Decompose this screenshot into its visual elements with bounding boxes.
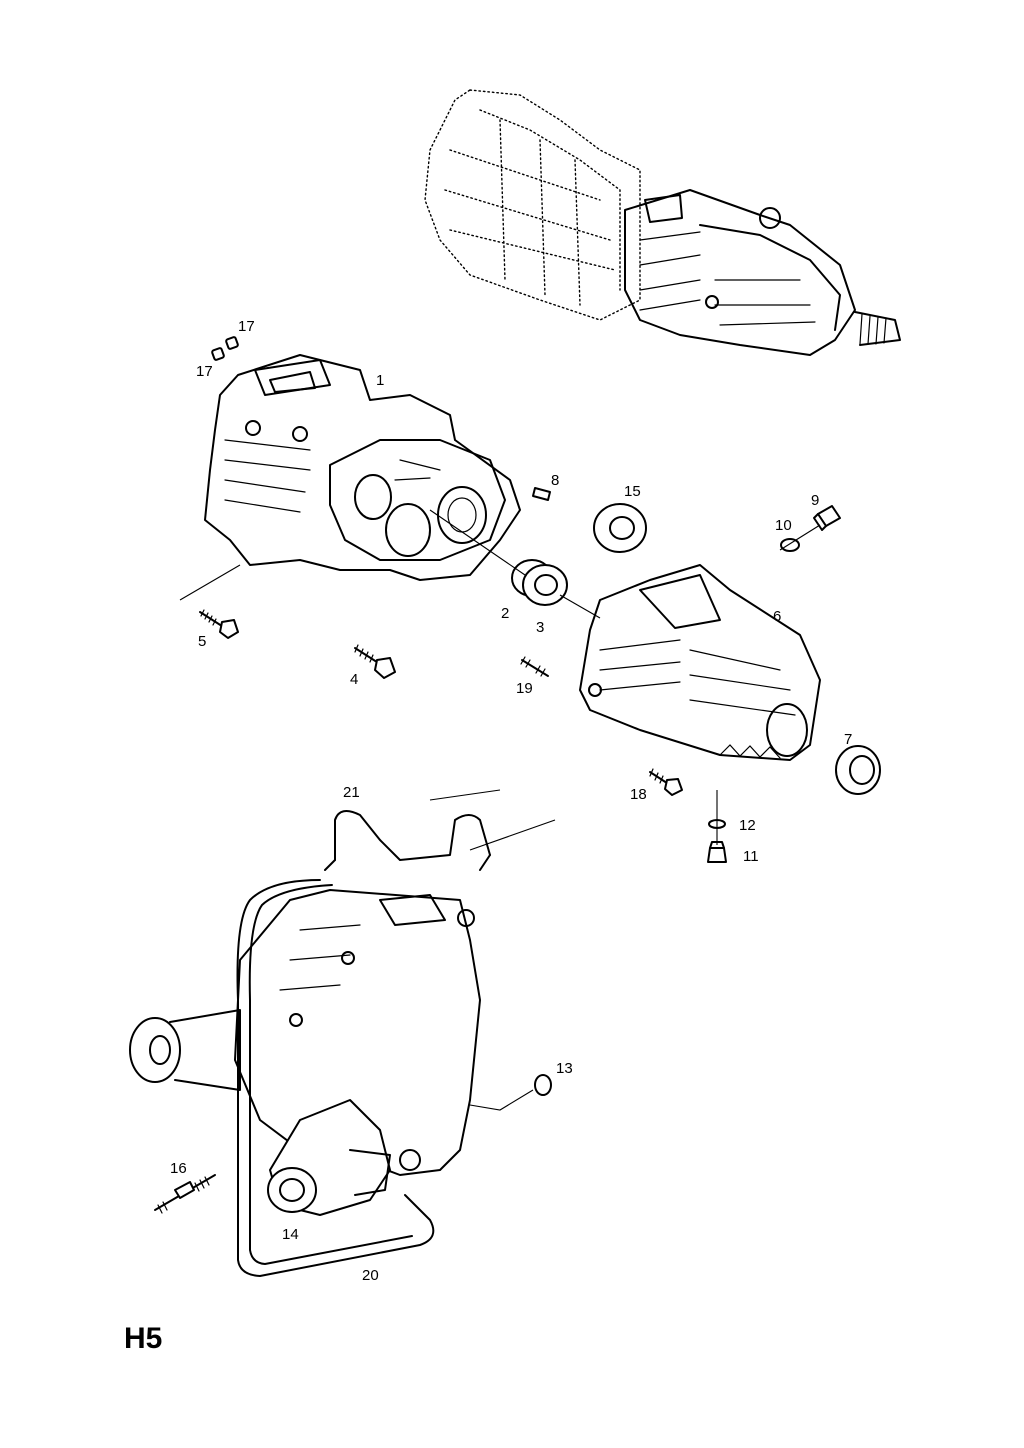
o-ring-13-drawing: [469, 1074, 552, 1111]
o-ring-10-drawing: [780, 538, 800, 552]
callout-2: 2: [501, 605, 510, 622]
actuator-assembly-drawing: [129, 889, 481, 1216]
callout-9: 9: [811, 492, 820, 509]
callout-14: 14: [282, 1226, 299, 1243]
callout-5: 5: [198, 633, 207, 650]
callout-18: 18: [630, 786, 647, 803]
callout-12: 12: [739, 817, 756, 834]
callout-21: 21: [343, 784, 360, 801]
stud-19-drawing: [520, 656, 549, 677]
bearing-2-3-drawing: [511, 559, 568, 606]
drain-plug-11-drawing: [707, 841, 727, 863]
page-code: H5: [124, 1322, 163, 1355]
callout-7: 7: [844, 731, 853, 748]
callout-1: 1: [376, 372, 385, 389]
callout-20: 20: [362, 1267, 379, 1284]
rear-housing-drawing: [579, 564, 821, 761]
callout-11: 11: [743, 848, 759, 865]
seal-7-drawing: [835, 745, 881, 795]
plug-17-drawing: [211, 336, 239, 361]
callout-19: 19: [516, 680, 533, 697]
callout-4: 4: [350, 671, 359, 688]
callout-3: 3: [536, 619, 545, 636]
bolt-18-drawing: [649, 768, 683, 796]
dowel-pin-8-drawing: [532, 487, 551, 501]
callout-16: 16: [170, 1160, 187, 1177]
vent-pipe-21-drawing: [324, 789, 556, 871]
leader-lines: [179, 509, 821, 845]
callout-15: 15: [624, 483, 641, 500]
plug-9-drawing: [813, 505, 841, 531]
callout-17: 17: [238, 318, 255, 335]
callout-10: 10: [775, 517, 792, 534]
hose-20-drawing: [236, 879, 435, 1277]
bolt-5-drawing: [199, 609, 239, 639]
callout-8: 8: [551, 472, 560, 489]
stud-16-drawing: [154, 1174, 216, 1214]
front-housing-drawing: [204, 354, 521, 581]
callout-13: 13: [556, 1060, 573, 1077]
callout-6: 6: [773, 608, 782, 625]
bolt-4-drawing: [354, 644, 396, 679]
callout-17: 17: [196, 363, 213, 380]
transmission-overview-drawing: [424, 89, 901, 356]
seal-15-drawing: [593, 503, 647, 553]
